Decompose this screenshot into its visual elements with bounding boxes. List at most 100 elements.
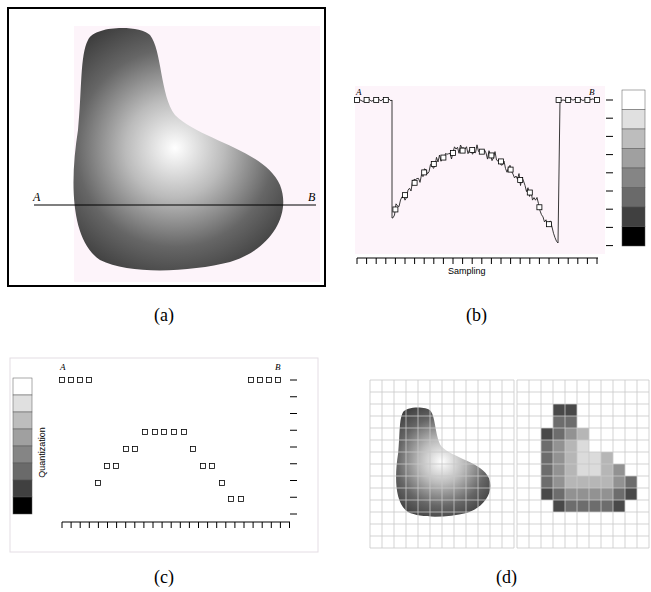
quantized-sample — [239, 497, 244, 502]
level-tick — [606, 136, 613, 137]
level-tick — [290, 497, 297, 498]
sample-marker — [431, 162, 436, 167]
pixel — [565, 488, 577, 500]
quantized-sample — [210, 464, 215, 469]
level-tick — [290, 447, 297, 448]
pixel — [589, 488, 601, 500]
grid-line — [517, 500, 649, 501]
pixel — [565, 500, 577, 512]
endpoint-label: A — [60, 363, 66, 372]
grid-line — [370, 476, 514, 477]
quantized-sample — [162, 430, 167, 435]
axis-tick — [180, 522, 181, 528]
level-tick — [606, 118, 613, 119]
quantized-sample — [267, 378, 272, 383]
pixel — [565, 464, 577, 476]
quantized-sample — [191, 447, 196, 452]
endpoint-label: A — [356, 88, 362, 97]
gray-level — [13, 497, 32, 514]
axis-label: Quantization — [37, 427, 46, 478]
pixel — [601, 476, 613, 488]
level-tick — [290, 514, 297, 515]
grid-line — [370, 464, 514, 465]
pixel — [541, 440, 553, 452]
quantized-sample — [153, 430, 158, 435]
axis-tick — [280, 522, 281, 528]
axis-tick — [453, 258, 454, 264]
pixel — [601, 464, 613, 476]
axis-tick — [491, 258, 492, 264]
axis-tick — [376, 258, 377, 264]
axis-tick — [153, 522, 154, 528]
axis-tick — [558, 258, 559, 264]
level-tick — [290, 463, 297, 464]
pixel — [541, 428, 553, 440]
pixel — [577, 428, 589, 440]
sample-marker — [499, 159, 504, 164]
gray-level — [622, 207, 645, 227]
axis-tick — [501, 258, 502, 264]
pixel — [613, 464, 625, 476]
axis-tick — [539, 258, 540, 264]
gray-level — [13, 378, 32, 395]
axis-tick — [234, 522, 235, 528]
axis-tick — [481, 258, 482, 264]
pixel — [553, 488, 565, 500]
axis-tick — [216, 522, 217, 528]
grid-line — [370, 524, 514, 525]
axis-tick — [62, 522, 63, 528]
grid-line — [517, 512, 649, 513]
axis-line — [357, 258, 598, 259]
grid-line — [517, 452, 649, 453]
quantized-sample — [201, 464, 206, 469]
sample-marker — [595, 98, 600, 103]
endpoint-label: B — [308, 191, 315, 203]
quantized-sample — [124, 447, 129, 452]
pixel — [541, 452, 553, 464]
pixel — [577, 500, 589, 512]
grid-line — [370, 488, 514, 489]
grid-line — [517, 380, 649, 381]
level-tick — [606, 154, 613, 155]
pixel — [553, 464, 565, 476]
gray-level — [13, 395, 32, 412]
axis-tick — [171, 522, 172, 528]
axis-tick — [253, 522, 254, 528]
sample-marker — [355, 98, 360, 103]
pixel — [565, 452, 577, 464]
pixel — [553, 476, 565, 488]
axis-tick — [366, 258, 367, 264]
pixel — [541, 464, 553, 476]
grid-line — [517, 488, 649, 489]
grid-line — [517, 536, 649, 537]
scan-line — [34, 204, 316, 205]
pixel — [565, 476, 577, 488]
pixel — [565, 416, 577, 428]
gray-scale-bar — [622, 90, 645, 246]
grid-line — [517, 428, 649, 429]
sample-marker — [364, 98, 369, 103]
gray-level — [622, 110, 645, 130]
intensity-curve — [357, 99, 597, 243]
level-tick — [606, 172, 613, 173]
pixel — [589, 500, 601, 512]
pixel — [613, 500, 625, 512]
grid-line — [517, 404, 649, 405]
axis-tick — [395, 258, 396, 264]
pixel — [613, 488, 625, 500]
axis-tick — [80, 522, 81, 528]
pixel — [553, 404, 565, 416]
pixel — [625, 476, 637, 488]
grid-line — [370, 416, 514, 417]
axis-tick — [433, 258, 434, 264]
sampled-image — [370, 380, 649, 548]
endpoint-label: A — [33, 191, 40, 203]
sample-marker — [403, 193, 408, 198]
sample-marker — [383, 98, 388, 103]
quantized-sample — [60, 378, 65, 383]
axis-tick — [462, 258, 463, 264]
grid-line — [370, 536, 514, 537]
gray-level — [622, 90, 645, 110]
level-tick — [606, 245, 613, 246]
pixel — [577, 476, 589, 488]
